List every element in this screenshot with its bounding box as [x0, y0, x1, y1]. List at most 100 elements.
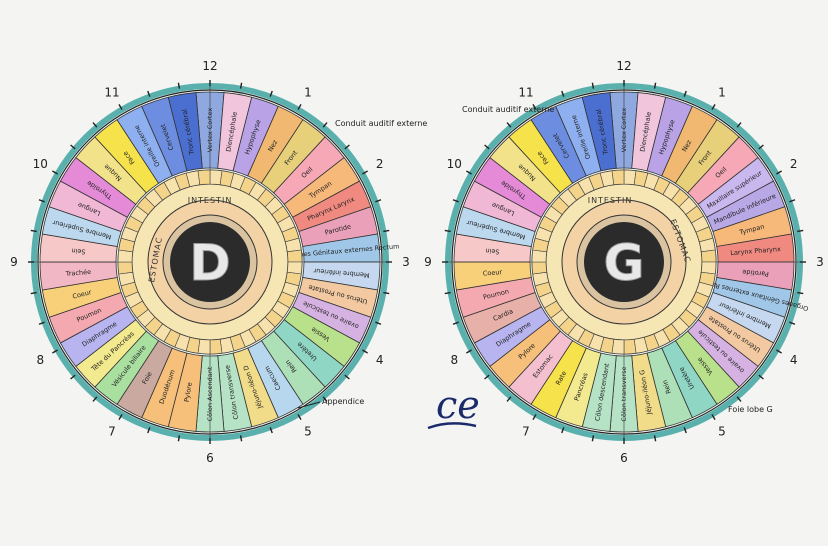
right-eye-tick: [147, 90, 151, 97]
right-eye-tick: [52, 349, 58, 354]
right-eye-clock-number: 3: [402, 255, 410, 269]
left-eye-tick: [444, 291, 451, 295]
right-eye-callout-appendice: Appendice: [322, 397, 364, 406]
signature: ce: [436, 383, 480, 427]
right-eye-tick: [38, 199, 45, 203]
right-eye-zone-label: Pylore: [183, 382, 194, 403]
left-eye-tick: [484, 374, 490, 380]
left-eye-tick: [591, 82, 595, 89]
left-eye-tick: [653, 435, 657, 442]
left-eye-tick: [561, 427, 565, 434]
left-eye-clock-number: 8: [450, 353, 458, 367]
left-eye-clock-number: 7: [522, 425, 530, 439]
left-eye-tick: [683, 90, 687, 97]
signature-underline: [427, 422, 477, 430]
right-eye-clock-number: 9: [10, 255, 18, 269]
right-eye-tick: [92, 396, 98, 402]
left-eye-tick: [444, 229, 451, 233]
right-eye-tick: [297, 414, 302, 420]
right-eye-tick: [383, 229, 390, 233]
left-eye-tick: [484, 144, 490, 150]
left-eye-pupil: [584, 222, 664, 302]
right-eye-appendice-arrow: [297, 401, 321, 409]
left-eye-tick: [789, 199, 796, 203]
right-eye-tick: [362, 349, 368, 354]
right-eye-clock-number: 10: [33, 157, 48, 171]
left-eye-tick: [452, 199, 459, 203]
right-eye-intestin-label: INTESTIN: [188, 196, 233, 205]
left-eye-letter: G: [603, 234, 644, 292]
left-eye-tick: [789, 321, 796, 325]
left-eye-intestin-label: INTESTIN: [588, 196, 633, 205]
right-eye-callout-conduit: Conduit auditif externe: [335, 119, 427, 128]
left-eye-tick: [736, 122, 742, 128]
left-eye-segments: [531, 169, 717, 355]
right-eye-tick: [375, 199, 382, 203]
left-eye-segment: [623, 338, 637, 355]
left-eye-clock-number: 6: [620, 451, 628, 465]
right-eye-zone-label: Trachée: [64, 268, 91, 278]
right-eye-zone-label: Sein: [71, 247, 86, 256]
left-eye-tick: [736, 396, 742, 402]
right-eye-clock-number: 6: [206, 451, 214, 465]
right-eye-tick: [269, 427, 273, 434]
left-eye-tick: [532, 414, 537, 420]
left-eye-clock-number: 3: [816, 255, 824, 269]
left-eye-clock-number: 5: [718, 425, 726, 439]
left-eye-clock-number: 1: [718, 85, 726, 99]
left-eye-tick: [452, 321, 459, 325]
right-eye-tick: [30, 229, 37, 233]
right-eye-tick: [70, 374, 76, 380]
right-eye-clock-number: 5: [304, 425, 312, 439]
right-eye-tick: [118, 414, 123, 420]
right-eye-tick: [239, 435, 243, 442]
left-eye-tick: [591, 435, 595, 442]
right-eye-tick: [118, 104, 123, 110]
left-eye-tick: [561, 90, 565, 97]
right-eye-tick: [344, 374, 350, 380]
right-eye-clock-number: 12: [202, 59, 217, 73]
right-eye-segment: [197, 169, 211, 186]
right-eye-tick: [30, 291, 37, 295]
right-eye-zone: [167, 92, 203, 172]
left-eye-tick: [711, 414, 716, 420]
right-eye-clock-number: 2: [376, 157, 384, 171]
right-eye-clock-number: 4: [376, 353, 384, 367]
right-eye-tick: [297, 104, 302, 110]
left-eye-clock-number: 4: [790, 353, 798, 367]
left-eye-callout-conduit: Conduit auditif externe: [462, 105, 554, 114]
right-eye-tick: [375, 321, 382, 325]
right-eye-clock-number: 1: [304, 85, 312, 99]
left-eye-tick: [506, 122, 512, 128]
left-eye-tick: [653, 82, 657, 89]
left-eye-tick: [776, 170, 782, 175]
right-eye-tick: [177, 82, 181, 89]
right-eye-pupil: [170, 222, 250, 302]
left-eye-tick: [776, 349, 782, 354]
right-eye-tick: [322, 122, 328, 128]
left-eye-tick: [797, 229, 804, 233]
left-eye-tick: [466, 349, 472, 354]
right-eye-tick: [383, 291, 390, 295]
right-eye-tick: [92, 122, 98, 128]
right-eye-letter: D: [189, 234, 231, 292]
left-eye-tick: [758, 144, 764, 150]
right-eye-tick: [147, 427, 151, 434]
left-eye-tick: [683, 427, 687, 434]
left-eye-zone-label: Sein: [485, 247, 500, 256]
right-eye-tick: [52, 170, 58, 175]
left-eye-segment: [700, 249, 717, 263]
right-eye-tick: [344, 144, 350, 150]
left-eye-tick: [506, 396, 512, 402]
left-eye-tick: [532, 104, 537, 110]
left-eye-zone-label: Parotide: [742, 268, 769, 278]
left-eye-callout-foie: Foie lobe G: [728, 405, 773, 414]
left-eye-clock-number: 12: [616, 59, 631, 73]
right-eye-segments: [117, 169, 303, 355]
